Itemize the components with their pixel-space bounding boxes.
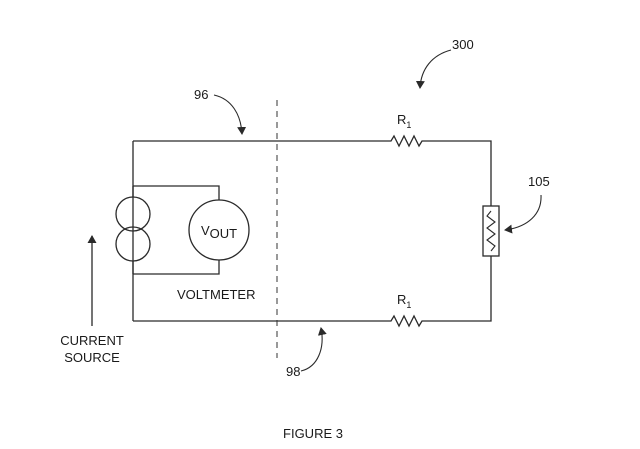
r1-bottom-subscript: 1 — [406, 300, 411, 310]
voltmeter-wire-lower — [133, 260, 220, 275]
voltmeter-symbol — [188, 199, 250, 261]
reference-105-leader-icon — [504, 194, 542, 234]
figure-caption: FIGURE 3 — [283, 426, 343, 441]
reference-96-label: 96 — [194, 87, 208, 102]
r1-top-subscript: 1 — [406, 120, 411, 130]
current-source-symbol — [115, 186, 151, 274]
voltmeter-label: VOLTMETER — [177, 287, 256, 302]
svg-text:VOUT: VOUT — [201, 223, 237, 241]
sensor-element-105 — [482, 205, 500, 257]
svg-text:R1: R1 — [397, 112, 411, 130]
right-wire-lower — [426, 256, 492, 322]
resistor-r1-bottom — [388, 314, 426, 328]
reference-96-leader-icon — [213, 94, 247, 135]
reference-105-label: 105 — [528, 174, 550, 189]
svg-text:R1: R1 — [397, 292, 411, 310]
voltmeter-wire — [133, 185, 220, 200]
top-wire-right — [426, 140, 492, 206]
reference-300-label: 300 — [452, 37, 474, 52]
r1-bottom-label: R — [397, 292, 406, 307]
vout-label: V — [201, 223, 210, 238]
resistor-r1-top — [388, 134, 426, 148]
reference-300-leader-icon — [415, 49, 452, 89]
current-source-label-line2: SOURCE — [64, 350, 120, 365]
reference-98-label: 98 — [286, 364, 300, 379]
reference-98-leader-icon — [300, 327, 327, 372]
r1-top-label: R — [397, 112, 406, 127]
vout-subscript: OUT — [210, 226, 238, 241]
current-source-label-line1: CURRENT — [60, 333, 124, 348]
